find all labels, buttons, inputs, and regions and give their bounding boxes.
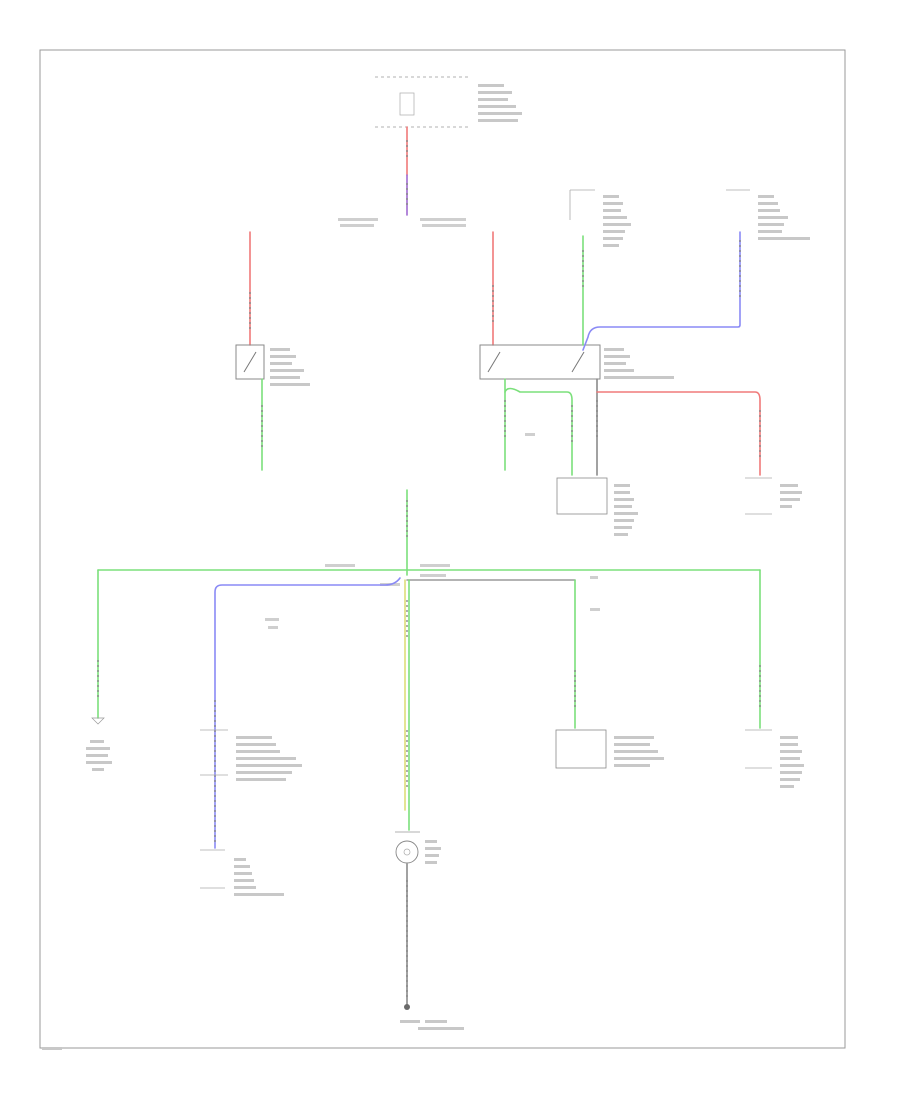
figure-code [42, 1047, 62, 1050]
wire-green-relay-out-b [504, 387, 573, 476]
ground-point [404, 1004, 410, 1010]
blue-branch-bottom-label [200, 849, 284, 896]
wire-blue-top-right [582, 231, 741, 351]
left-ground-label [86, 717, 112, 771]
power-source-fuse [375, 76, 522, 128]
component-block-mid-right [556, 477, 638, 536]
component-block-far-right [745, 477, 802, 515]
diagram-border [39, 49, 846, 1049]
top-right-connector-a [569, 189, 631, 247]
top-right-connector-b [726, 189, 810, 240]
right-branch-b-component [745, 729, 804, 788]
power-source-label [478, 84, 522, 122]
wire-red-relay-out [596, 391, 761, 476]
left-relay [235, 344, 310, 386]
wire-blue-branch [214, 577, 401, 849]
lamp [395, 831, 441, 864]
right-branch-a-component [555, 729, 664, 769]
blue-branch-component [200, 729, 302, 781]
right-relay [479, 344, 674, 380]
